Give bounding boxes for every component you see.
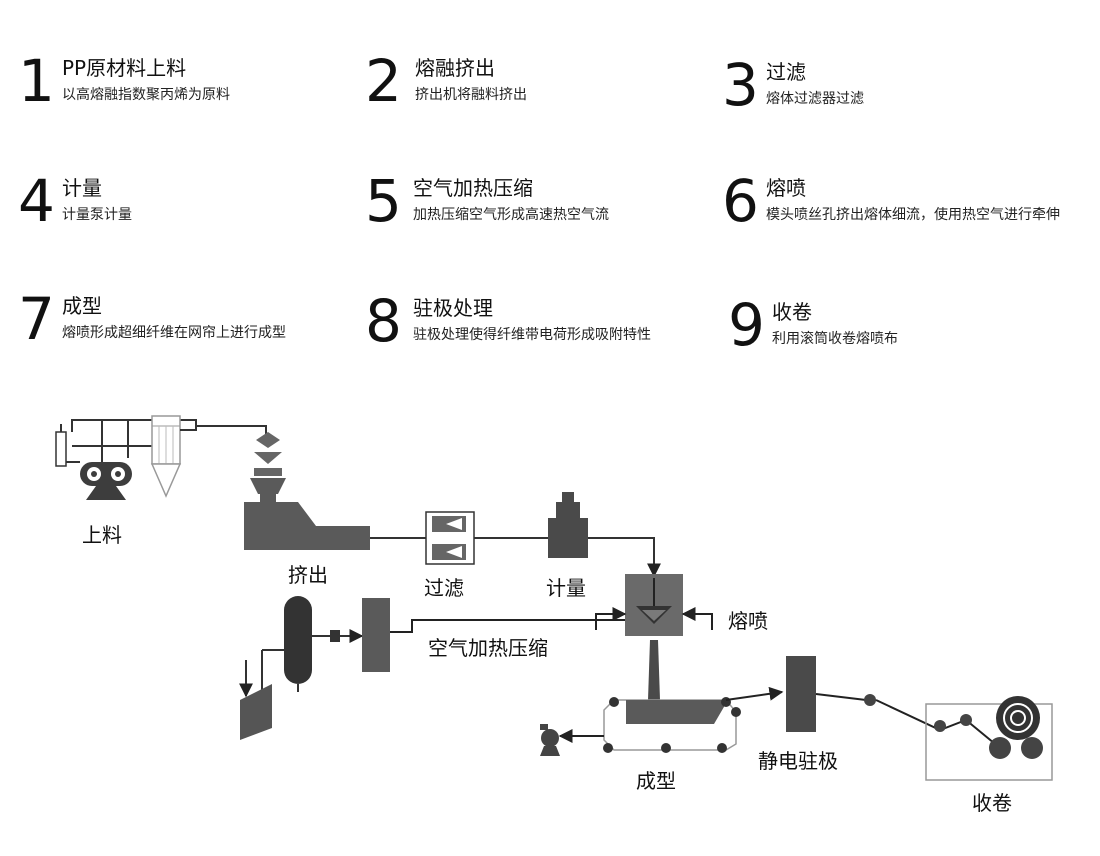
label-filtering: 过滤 <box>424 576 464 600</box>
step-title: 空气加热压缩 <box>413 176 533 200</box>
step-number: 8 <box>365 287 402 355</box>
label-meltblown: 熔喷 <box>728 609 768 633</box>
step-title: 成型 <box>62 294 102 318</box>
label-metering: 计量 <box>546 576 586 600</box>
step-title: 过滤 <box>766 60 806 84</box>
electret-unit <box>725 656 876 732</box>
step-number: 4 <box>18 167 55 235</box>
step-title: 驻极处理 <box>413 296 493 320</box>
step-5: 5 空气加热压缩 加热压缩空气形成高速热空气流 <box>365 172 695 252</box>
step-description: 模头喷丝孔挤出熔体细流，使用热空气进行牵伸 <box>766 207 1060 223</box>
forming-unit <box>540 697 741 756</box>
step-number: 6 <box>722 167 759 235</box>
label-electret: 静电驻极 <box>758 749 838 773</box>
step-7: 7 成型 熔喷形成超细纤维在网帘上进行成型 <box>18 290 348 370</box>
step-6: 6 熔喷 模头喷丝孔挤出熔体细流，使用热空气进行牵伸 <box>722 172 1092 252</box>
step-number: 9 <box>728 291 765 359</box>
extruder-unit <box>244 432 426 550</box>
air-heating-unit <box>239 596 625 740</box>
step-title: 收卷 <box>772 300 812 324</box>
step-number: 7 <box>18 285 55 353</box>
label-air-heating: 空气加热压缩 <box>428 636 548 660</box>
label-extrusion: 挤出 <box>288 563 328 587</box>
step-description: 熔喷形成超细纤维在网帘上进行成型 <box>62 325 286 341</box>
step-4: 4 计量 计量泵计量 <box>18 172 348 252</box>
step-8: 8 驻极处理 驻极处理使得纤维带电荷形成吸附特性 <box>365 292 695 372</box>
step-number: 1 <box>18 47 55 115</box>
label-feeding: 上料 <box>82 523 122 547</box>
step-9: 9 收卷 利用滚筒收卷熔喷布 <box>728 296 1058 376</box>
feeding-unit <box>55 415 267 500</box>
step-number: 3 <box>722 51 759 119</box>
step-1: 1 PP原材料上料 以高熔融指数聚丙烯为原料 <box>18 52 348 132</box>
step-title: 计量 <box>62 176 102 200</box>
step-title: PP原材料上料 <box>62 56 187 80</box>
meltblown-die <box>595 574 713 700</box>
step-number: 2 <box>365 47 402 115</box>
metering-pump <box>548 492 661 578</box>
step-description: 熔体过滤器过滤 <box>766 91 864 107</box>
step-description: 加热压缩空气形成高速热空气流 <box>413 207 609 223</box>
label-forming: 成型 <box>636 769 676 793</box>
label-winding: 收卷 <box>972 791 1012 815</box>
step-description: 计量泵计量 <box>62 207 132 223</box>
step-description: 以高熔融指数聚丙烯为原料 <box>62 87 230 103</box>
step-description: 挤出机将融料挤出 <box>415 87 527 103</box>
step-3: 3 过滤 熔体过滤器过滤 <box>722 56 1052 136</box>
filter-unit <box>425 511 548 565</box>
winding-unit <box>875 696 1053 781</box>
step-title: 熔喷 <box>766 176 806 200</box>
step-number: 5 <box>365 167 402 235</box>
step-description: 利用滚筒收卷熔喷布 <box>772 331 898 347</box>
step-title: 熔融挤出 <box>415 56 495 80</box>
step-description: 驻极处理使得纤维带电荷形成吸附特性 <box>413 327 651 343</box>
step-2: 2 熔融挤出 挤出机将融料挤出 <box>365 52 695 132</box>
